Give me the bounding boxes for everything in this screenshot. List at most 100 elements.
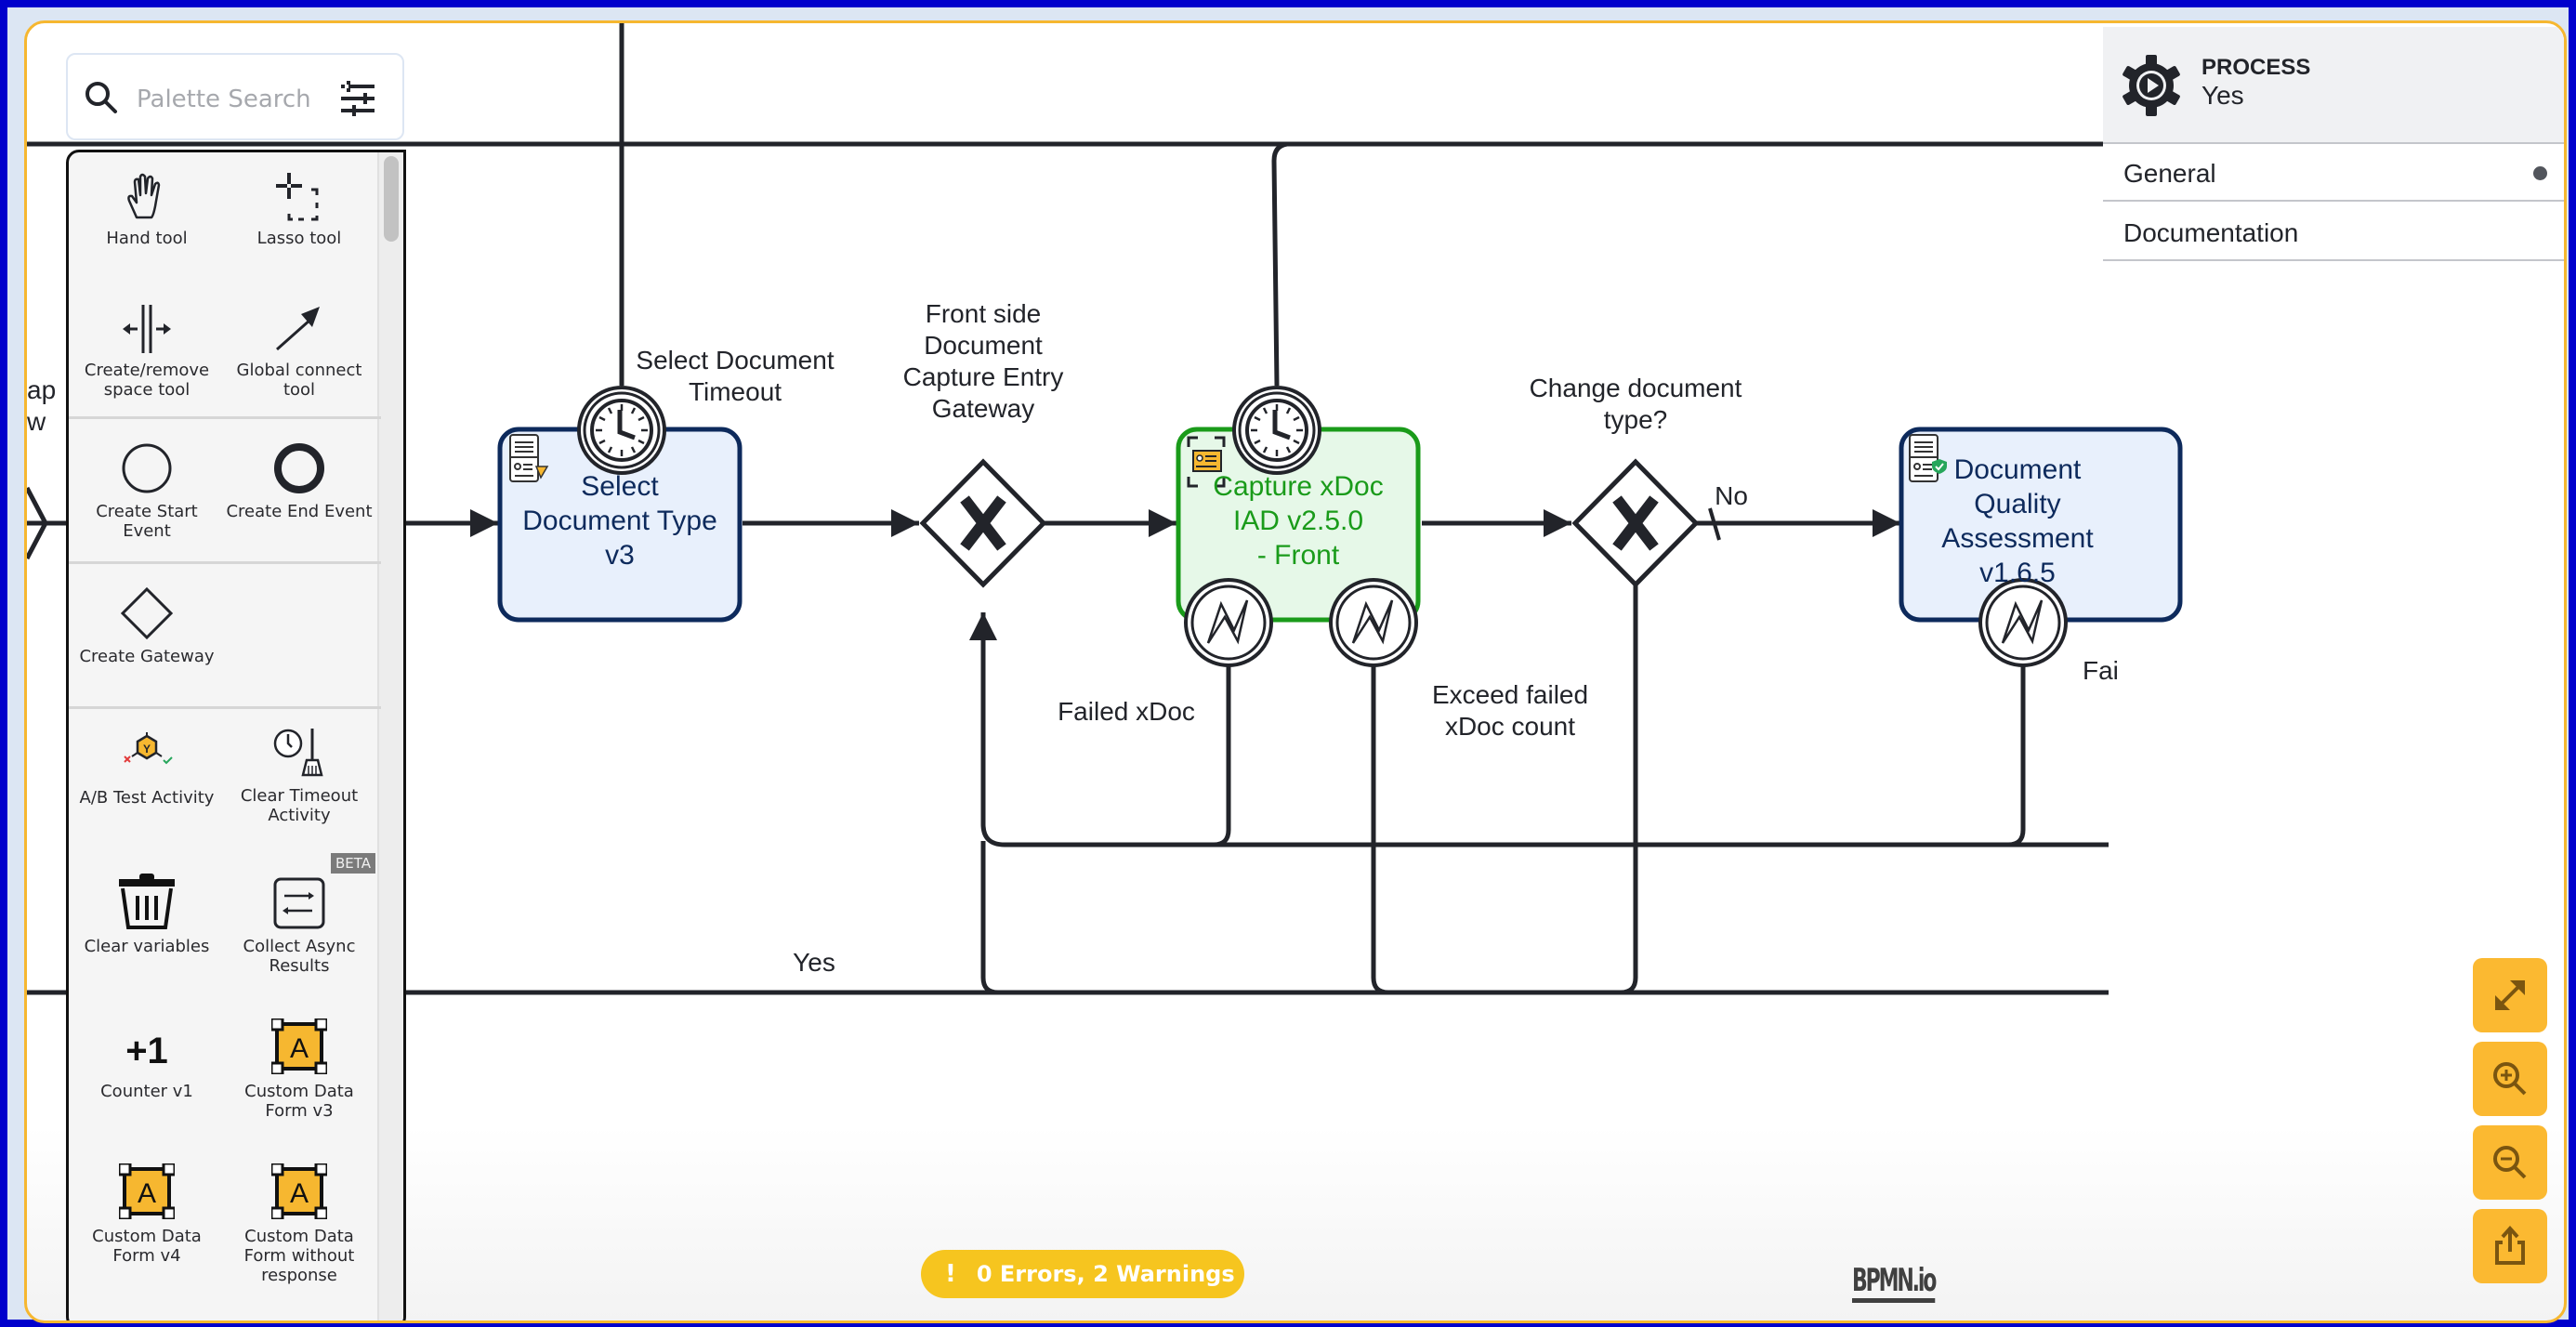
properties-panel: PROCESS Yes General Documentation [2103, 27, 2564, 261]
palette-item-start-event[interactable]: Create Start Event [72, 442, 221, 541]
gateway1-label: Front side Document Capture Entry Gatewa… [902, 299, 1064, 423]
group-label: General [2123, 159, 2216, 188]
task-label-line: v3 [605, 540, 635, 571]
fit-viewport-button[interactable] [2473, 958, 2547, 1032]
palette-item-gateway[interactable]: Create Gateway [72, 587, 221, 666]
svg-text:Y: Y [143, 742, 151, 755]
warning-icon: ! [945, 1260, 956, 1288]
palette-item-custom-form-no-response[interactable]: A Custom Data Form without response [225, 1163, 374, 1285]
palette-separator [69, 416, 381, 419]
connect-arrow-icon [276, 307, 320, 351]
properties-group-general[interactable]: General [2103, 144, 2564, 202]
palette-item-space-tool[interactable]: Create/remove space tool [72, 305, 221, 400]
group-data-indicator [2533, 166, 2547, 180]
error-boundary-event-3 [1978, 578, 2068, 667]
sequence-flow-failed [1213, 658, 1231, 847]
flow-label-failed-xdoc: Failed xDoc [1058, 697, 1195, 726]
filter-settings-icon[interactable] [339, 79, 378, 118]
palette-item-clear-timeout[interactable]: Clear Timeout Activity [225, 727, 374, 825]
svg-text:A: A [138, 1178, 156, 1209]
partial-gateway [27, 486, 48, 560]
end-event-icon [274, 443, 324, 493]
palette-separator [69, 561, 381, 564]
group-label: Documentation [2123, 218, 2299, 247]
sequence-flow-loop [969, 612, 2109, 847]
zoom-in-button[interactable] [2473, 1042, 2547, 1116]
palette-scrollbar-thumb[interactable] [384, 156, 399, 242]
palette-separator [69, 706, 381, 709]
palette-item-collect-async[interactable]: Collect Async Results [225, 877, 374, 976]
svg-text:A: A [290, 1033, 309, 1064]
trash-icon [119, 874, 175, 929]
default-flow-marker [1708, 507, 1721, 541]
task-label-line: Assessment [1941, 523, 2094, 554]
hand-icon [127, 173, 161, 219]
error-boundary-event-1 [1184, 578, 1273, 667]
sequence-flow-timer2 [1271, 141, 1288, 387]
zoom-out-button[interactable] [2473, 1125, 2547, 1200]
sequence-flow-fai [2007, 658, 2026, 847]
space-tool-icon [123, 305, 171, 353]
task-label-line: - Front [1256, 540, 1340, 571]
start-event-icon [122, 443, 172, 493]
palette-item-lasso-tool[interactable]: Lasso tool [225, 173, 374, 248]
gateway2-label: Change document type? [1529, 374, 1742, 434]
expand-icon [2495, 980, 2525, 1010]
timer1-label: Select Document Timeout [636, 346, 835, 406]
palette-search[interactable] [66, 53, 404, 140]
lasso-icon [276, 173, 319, 221]
palette-item-counter[interactable]: +1 Counter v1 [72, 1022, 221, 1101]
search-icon [85, 82, 117, 113]
error-boundary-event-2 [1329, 578, 1418, 667]
zoom-out-icon [2493, 1146, 2527, 1179]
bpmn-canvas[interactable]: Select Document Type v3 Capture xDoc IAD… [24, 20, 2567, 1323]
lint-status-button[interactable]: ! 0 Errors, 2 Warnings [921, 1250, 1244, 1298]
timer-boundary-event-1 [577, 386, 666, 475]
task-label-line: IAD v2.5.0 [1232, 506, 1364, 536]
properties-group-documentation[interactable]: Documentation [2103, 204, 2564, 261]
palette-item-clear-variables[interactable]: Clear variables [72, 874, 221, 956]
timer-boundary-event-2 [1232, 386, 1321, 475]
custom-form-icon: A [119, 1163, 175, 1219]
palette: Hand tool Lasso tool Create/remove space… [66, 150, 406, 1320]
app-frame: Select Document Type v3 Capture xDoc IAD… [7, 7, 2569, 1323]
partial-label: ap w [27, 375, 57, 436]
gateway-icon [121, 587, 173, 639]
sequence-flow-exceed [1371, 658, 1389, 995]
flow-label-no: No [1715, 481, 1748, 510]
beta-badge: BETA [331, 853, 376, 874]
task-label-line: v1.6.5 [1979, 558, 2056, 588]
task-label-select-document: Select Document Type v3 [522, 469, 717, 572]
task-label-line: Document Type [522, 506, 717, 536]
custom-form-icon: A [271, 1163, 327, 1219]
palette-item-ab-test[interactable]: Y A/B Test Activity [72, 732, 221, 808]
palette-item-end-event[interactable]: Create End Event [225, 442, 374, 521]
custom-form-icon: A [271, 1018, 327, 1074]
flow-label-fai: Fai [2083, 656, 2119, 685]
palette-scrollbar[interactable] [377, 152, 403, 1320]
task-label-line: Document [1953, 454, 2082, 485]
svg-text:A: A [290, 1178, 309, 1209]
exclusive-gateway-1 [919, 458, 1047, 588]
document-quality-icon [1909, 434, 1947, 482]
properties-element-type: PROCESS [2201, 55, 2311, 80]
document-select-icon [509, 434, 549, 482]
svg-text:+1: +1 [125, 1031, 168, 1071]
sequence-flow-bottom-loop [980, 841, 999, 995]
palette-item-global-connect[interactable]: Global connect tool [225, 305, 374, 400]
flow-label-exceed: Exceed failed xDoc count [1431, 680, 1589, 741]
bpmn-diagram[interactable] [27, 23, 2564, 1320]
palette-item-custom-form-v3[interactable]: A Custom Data Form v3 [225, 1018, 374, 1121]
palette-item-custom-form-v4[interactable]: A Custom Data Form v4 [72, 1163, 221, 1266]
id-capture-icon [1187, 436, 1226, 488]
task-label-capture-xdoc: Capture xDoc IAD v2.5.0 - Front [1213, 469, 1383, 572]
palette-search-input[interactable] [135, 75, 313, 124]
export-icon [2495, 1226, 2525, 1265]
palette-item-hand-tool[interactable]: Hand tool [72, 173, 221, 248]
bpmn-io-logo[interactable]: BPMN.io [1852, 1263, 1937, 1303]
task-label-line: Select [581, 471, 659, 502]
task-label-document-quality: Document Quality Assessment v1.6.5 [1941, 453, 2093, 590]
zoom-in-icon [2493, 1062, 2527, 1096]
ab-test-icon: Y [124, 732, 173, 765]
export-button[interactable] [2473, 1209, 2547, 1283]
